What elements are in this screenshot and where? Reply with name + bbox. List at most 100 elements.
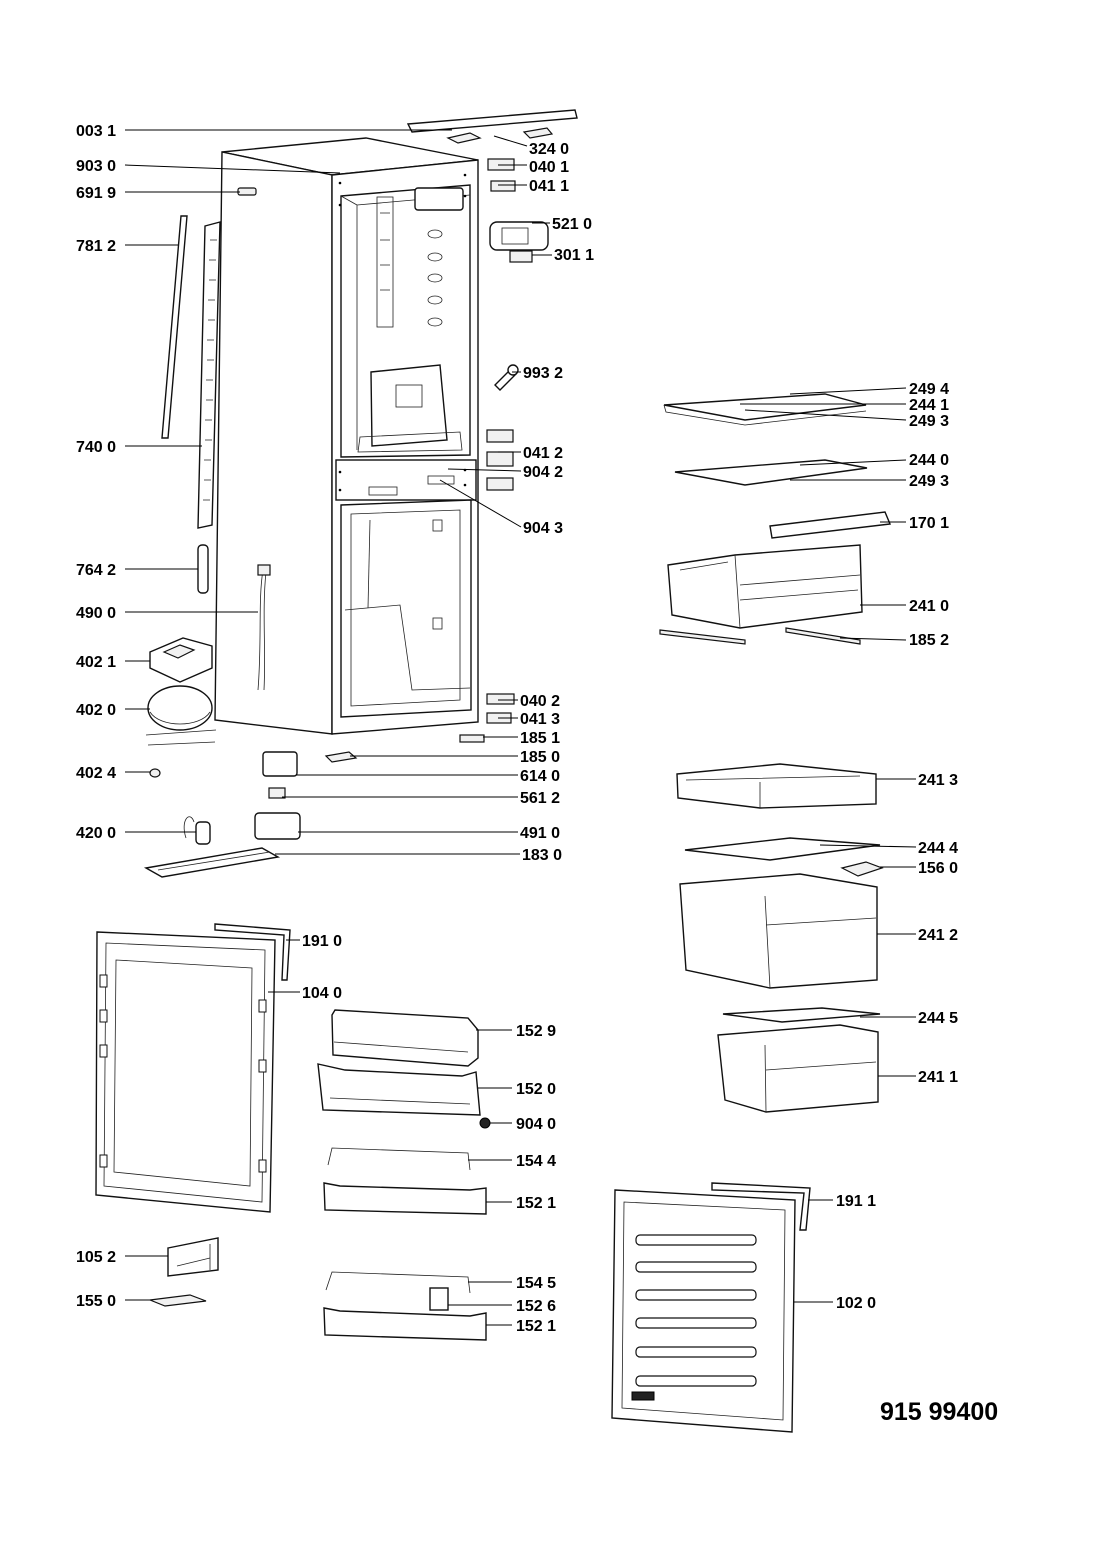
top-cover: [406, 109, 578, 144]
callout-1560: 156 0: [918, 860, 958, 877]
power-cord: [257, 564, 271, 691]
freezer-door-gasket: [711, 1182, 811, 1231]
freezer-drawer-bottom: [717, 1024, 879, 1113]
freezer-shelf-glass: [684, 837, 881, 861]
callout-2440: 244 0: [909, 452, 949, 469]
callout-0402: 040 2: [520, 693, 560, 710]
callout-5612: 561 2: [520, 790, 560, 807]
callout-2494: 249 4: [909, 381, 949, 398]
callout-1526: 152 6: [516, 1298, 556, 1315]
fridge-door-gasket: [214, 923, 291, 981]
freezer-shelf-lower: [722, 1007, 881, 1023]
callout-1020: 102 0: [836, 1295, 876, 1312]
callout-4020: 402 0: [76, 702, 116, 719]
callout-2444: 244 4: [918, 840, 958, 857]
drawer-rails: [659, 627, 861, 645]
callout-1550: 155 0: [76, 1293, 116, 1310]
callout-9040: 904 0: [516, 1116, 556, 1133]
callout-1521-upper: 152 1: [516, 1195, 556, 1212]
callout-5210: 521 0: [552, 216, 592, 233]
compressor: [145, 685, 217, 746]
glass-shelf-mid: [674, 459, 868, 486]
callout-4200: 420 0: [76, 825, 116, 842]
callout-9043: 904 3: [523, 520, 563, 537]
crisper-drawer: [667, 544, 863, 629]
control-panel: [489, 221, 549, 263]
callout-2411: 241 1: [918, 1069, 958, 1086]
callout-2493-mid: 249 3: [909, 473, 949, 490]
base-tray: [143, 847, 281, 878]
relay-box: [149, 637, 213, 683]
drawer-cover-strip: [769, 511, 892, 539]
door-shelf-upper: [323, 1182, 487, 1215]
callout-2413: 241 3: [918, 772, 958, 789]
freezer-drawer-large: [679, 873, 878, 989]
callout-1520: 152 0: [516, 1081, 556, 1098]
callout-4021: 402 1: [76, 654, 116, 671]
foot-cover: [149, 1294, 207, 1307]
callout-7400: 740 0: [76, 439, 116, 456]
door-shelf-lower: [323, 1307, 487, 1341]
callout-4910: 491 0: [520, 825, 560, 842]
sensor: [494, 364, 519, 391]
bottle-bar-lower: [325, 1271, 471, 1294]
shelf-knob: [479, 1117, 491, 1129]
hinge-cover: [167, 1237, 219, 1277]
callout-0413: 041 3: [520, 711, 560, 728]
callout-2445: 244 5: [918, 1010, 958, 1027]
callout-1544: 154 4: [516, 1153, 556, 1170]
callout-1040: 104 0: [302, 985, 342, 1002]
callout-7642: 764 2: [76, 562, 116, 579]
butter-lid: [331, 1009, 479, 1067]
callout-0412: 041 2: [523, 445, 563, 462]
callout-0401-top: 040 1: [529, 159, 569, 176]
fridge-door: [95, 931, 276, 1213]
callout-7812: 781 2: [76, 238, 116, 255]
callout-0411: 041 1: [529, 178, 569, 195]
callout-6140: 614 0: [520, 768, 560, 785]
callout-0031: 003 1: [76, 123, 116, 140]
callout-2412: 241 2: [918, 927, 958, 944]
callout-1529: 152 9: [516, 1023, 556, 1040]
butter-shelf: [317, 1063, 481, 1116]
document-number: 915 99400: [880, 1398, 998, 1426]
callout-1910: 191 0: [302, 933, 342, 950]
callout-labels: 003 1 324 0 903 0 040 1 691 9 041 1 521 …: [76, 123, 958, 1335]
callout-2493-top: 249 3: [909, 413, 949, 430]
bracket-small: [237, 187, 257, 196]
electrical-parts: [254, 734, 485, 840]
freezer-door: [611, 1189, 796, 1433]
back-condenser: [197, 221, 221, 529]
callout-2441: 244 1: [909, 397, 949, 414]
callout-3240: 324 0: [529, 141, 569, 158]
callout-1851: 185 1: [520, 730, 560, 747]
grommet: [149, 768, 161, 778]
callout-1852: 185 2: [909, 632, 949, 649]
freezer-drawer-small: [676, 763, 877, 809]
callout-1521-lower: 152 1: [516, 1318, 556, 1335]
callout-1911: 191 1: [836, 1193, 876, 1210]
cabinet: [214, 137, 479, 735]
glass-shelf-top: [663, 393, 867, 426]
leader-lines: [124, 129, 917, 1326]
callout-1701: 170 1: [909, 515, 949, 532]
callout-2410: 241 0: [909, 598, 949, 615]
condenser-tube: [161, 215, 188, 439]
callout-1545: 154 5: [516, 1275, 556, 1292]
callout-4900: 490 0: [76, 605, 116, 622]
callout-9030: 903 0: [76, 158, 116, 175]
callout-9932: 993 2: [523, 365, 563, 382]
callout-6919: 691 9: [76, 185, 116, 202]
callout-1052: 105 2: [76, 1249, 116, 1266]
callout-1850: 185 0: [520, 749, 560, 766]
filter-drier: [197, 544, 209, 594]
capacitor: [183, 816, 211, 845]
callout-1830: 183 0: [522, 847, 562, 864]
ice-tray: [840, 861, 884, 877]
bottle-clip: [429, 1287, 449, 1311]
callout-9042: 904 2: [523, 464, 563, 481]
callout-3011: 301 1: [554, 247, 594, 264]
callout-4024: 402 4: [76, 765, 116, 782]
bottle-bar-upper: [327, 1147, 471, 1171]
